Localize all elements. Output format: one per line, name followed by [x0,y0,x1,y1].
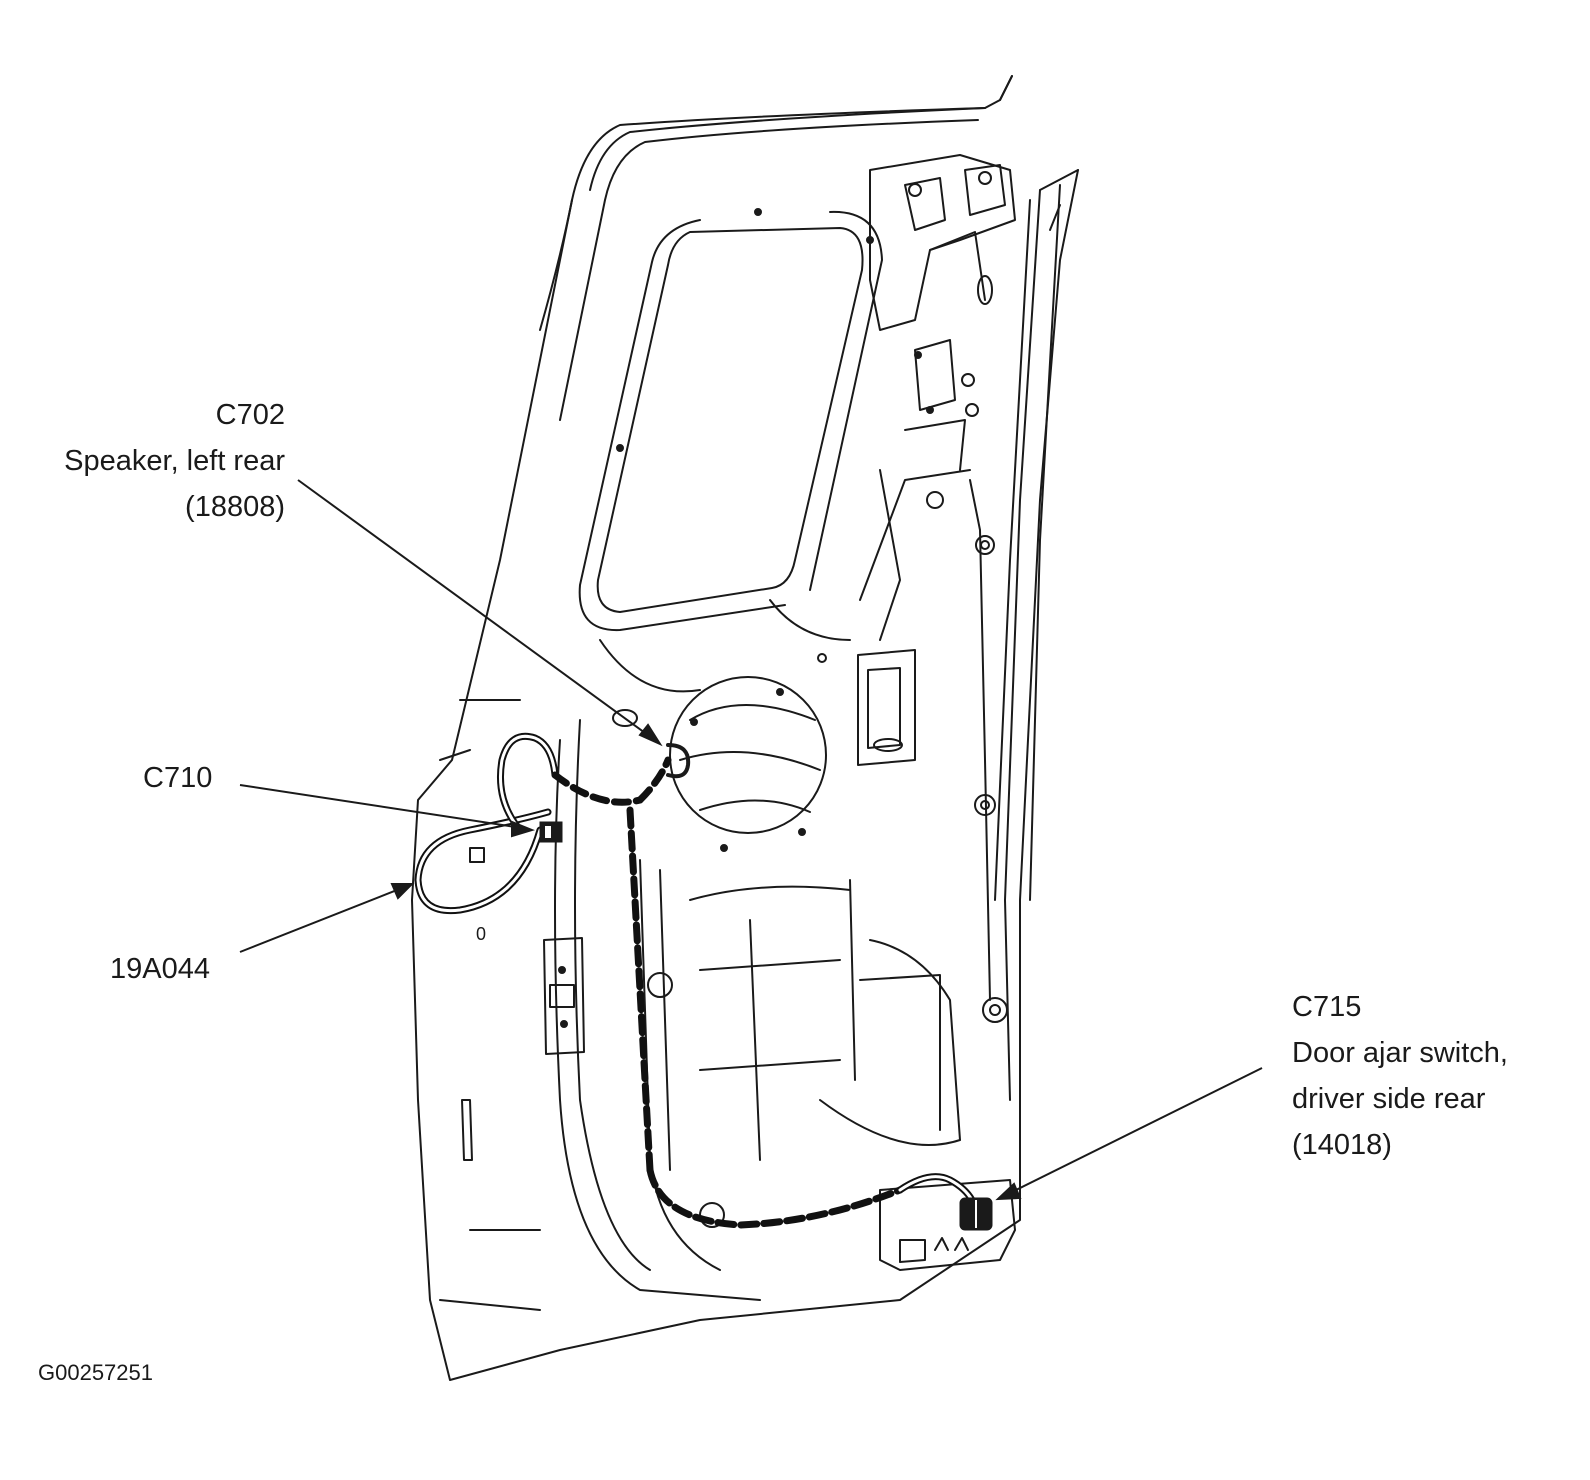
c715-callout: C715 Door ajar switch, driver side rear … [1292,984,1508,1168]
wiring-harness [414,732,976,1229]
c702-code: C702 [215,399,285,431]
c702-leader [297,479,653,739]
harness-code: 19A044 [110,953,210,985]
harness-leader [239,887,403,953]
window-opening [596,227,864,613]
c710-code: C710 [143,762,213,794]
figure-reference-code: G00257251 [38,1360,153,1385]
c715-description-line2: driver side rear [1292,1083,1486,1115]
c702-callout: C702 Speaker, left rear (18808) [64,392,285,530]
c715-code: C715 [1292,991,1362,1023]
speaker-connector [666,743,691,779]
c710-callout: C710 [143,755,212,801]
c715-description-line1: Door ajar switch, [1292,1037,1508,1069]
c702-description: Speaker, left rear [64,445,285,477]
harness-callout: 19A044 [110,946,210,992]
c715-leader [1007,1067,1263,1195]
c702-part-number: (18808) [185,491,285,523]
c715-part-number: (14018) [1292,1129,1392,1161]
svg-text:0: 0 [476,924,486,944]
door-outer-panel [411,75,1079,1381]
lock-plate [543,937,585,1055]
speaker-opening [669,676,827,834]
c710-leader [239,784,523,829]
